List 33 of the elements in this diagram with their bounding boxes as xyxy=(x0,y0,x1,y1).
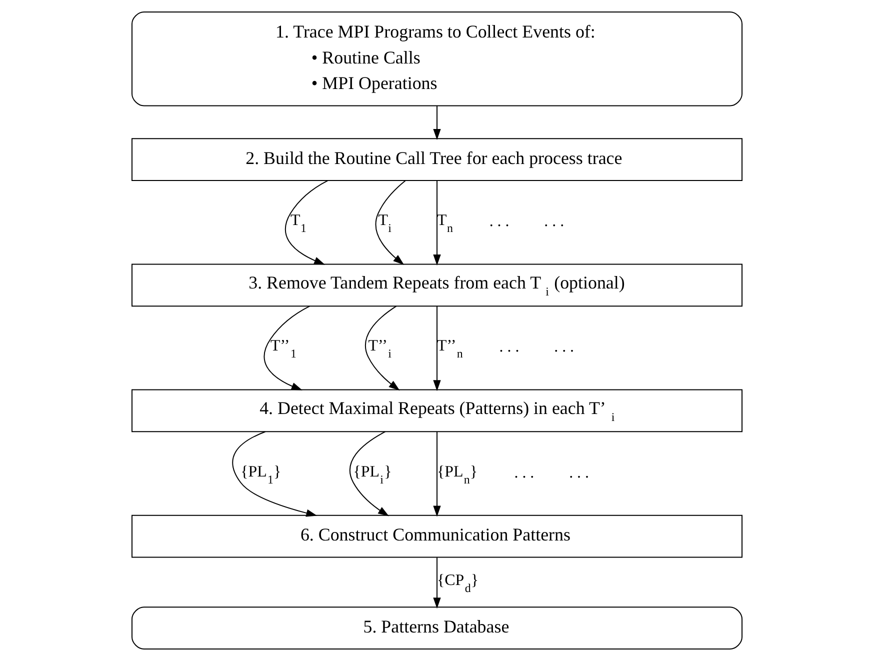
node-box: 4. Detect Maximal Repeats (Patterns) in each T’$_{i}$ xyxy=(131,389,743,432)
arrow xyxy=(264,306,310,390)
label: . . . xyxy=(554,338,574,356)
arrow xyxy=(232,431,318,517)
label: . . . xyxy=(489,213,510,230)
arrow xyxy=(433,557,441,609)
node-box: 2. Build the Routine Call Tree for each process trace xyxy=(131,138,743,181)
edge-label: T’’$_{n}$ xyxy=(437,338,463,361)
arrow xyxy=(433,306,441,392)
edge-label: {PL$_{n}$} xyxy=(437,463,478,486)
node-box: 5. Patterns Database xyxy=(131,606,743,650)
edge-label: T$_{i}$ xyxy=(378,212,392,236)
edge-label: {PL$_{i}$} xyxy=(353,463,392,486)
arrow xyxy=(375,180,406,265)
arrow xyxy=(433,105,441,140)
node-box: 1. Trace MPI Programs to Collect Events of: • Routine Calls • MPI Operations xyxy=(131,12,743,106)
edge-label: T’’$_{i}$ xyxy=(368,338,392,361)
edge-label: T$_{n}$ xyxy=(437,212,453,236)
arrow xyxy=(433,180,441,266)
arrow xyxy=(365,306,400,390)
node-box: 3. Remove Tandem Repeats from each T$_{i}$ (optional) xyxy=(131,264,743,307)
label: . . . xyxy=(569,464,589,482)
label: . . . xyxy=(499,338,520,356)
label: . . . xyxy=(514,464,534,482)
edge-label: {PL$_{1}$} xyxy=(240,463,282,486)
edge-label: T’’$_{1}$ xyxy=(270,338,296,361)
edge-label: {CP$_{d}$} xyxy=(437,572,479,595)
arrow xyxy=(284,180,328,265)
arrow xyxy=(433,431,441,517)
node-box: 6. Construct Communication Patterns xyxy=(131,514,743,558)
edge-label: T$_{1}$ xyxy=(290,212,306,236)
arrow xyxy=(350,431,390,516)
label: . . . xyxy=(544,213,564,230)
